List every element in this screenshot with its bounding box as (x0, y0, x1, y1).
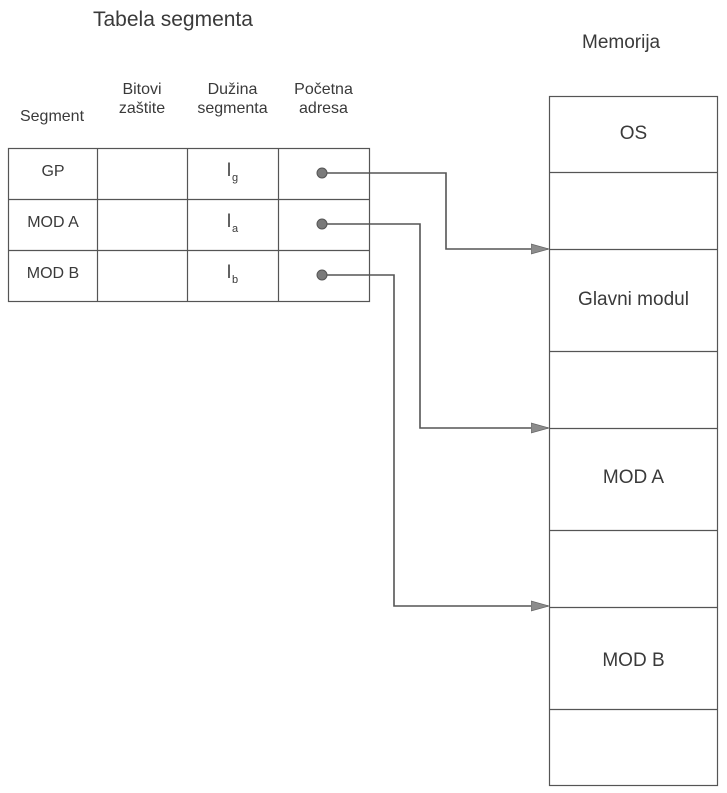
memory-block-os: OS (619, 123, 648, 144)
memory-block-main-module: Glavni modul (578, 289, 689, 310)
segment-table-border (7, 147, 371, 303)
pointer-connector-mod-a (322, 223, 548, 428)
length-symbol: l (226, 211, 231, 231)
memory-block-mod-b: MOD B (602, 650, 665, 671)
memory-border (548, 95, 719, 787)
column-header-segment-line2: Segment (19, 108, 85, 125)
memory-title: Memorija (582, 32, 661, 53)
table-row-mod-b-length: lb (187, 262, 278, 286)
table-row-mod-a-length: la (187, 211, 278, 235)
length-subscript: a (231, 223, 239, 235)
length-subscript: b (231, 274, 239, 286)
table-row-gp-segment: GP (41, 163, 65, 180)
length-symbol: l (226, 160, 231, 180)
column-header-start-address-line2: adresa (299, 100, 348, 117)
pointer-dot-gp (316, 167, 328, 179)
pointer-dot-mod-b (316, 269, 328, 281)
memory-block-mod-a: MOD A (602, 467, 665, 488)
table-row-mod-a-segment: MOD A (27, 214, 79, 231)
column-header-segment-length-line1: Dužina (207, 81, 258, 98)
segment-table-title: Tabela segmenta (93, 8, 253, 31)
column-header-protection-bits-line2: zaštite (118, 100, 166, 117)
column-header-segment-length: Dužina segmenta (187, 80, 278, 118)
column-header-protection-bits-line1: Bitovi (122, 81, 162, 98)
table-row-mod-b-segment: MOD B (26, 265, 80, 282)
segment-table-grid (7, 147, 371, 303)
length-subscript: g (231, 172, 239, 184)
column-header-segment-length-line2: segmenta (197, 100, 268, 117)
table-row-gp-length: lg (187, 160, 278, 184)
length-symbol: l (226, 262, 231, 282)
pointer-connector-mod-b (322, 274, 548, 606)
column-header-start-address: Početna adresa (278, 80, 369, 118)
column-header-segment: Segment (6, 88, 98, 126)
column-header-protection-bits: Bitovi zaštite (97, 80, 187, 118)
pointer-dot-mod-a (316, 218, 328, 230)
memory-column (548, 95, 719, 787)
column-header-start-address-line1: Početna (294, 81, 353, 98)
pointer-connector-gp (322, 172, 548, 249)
